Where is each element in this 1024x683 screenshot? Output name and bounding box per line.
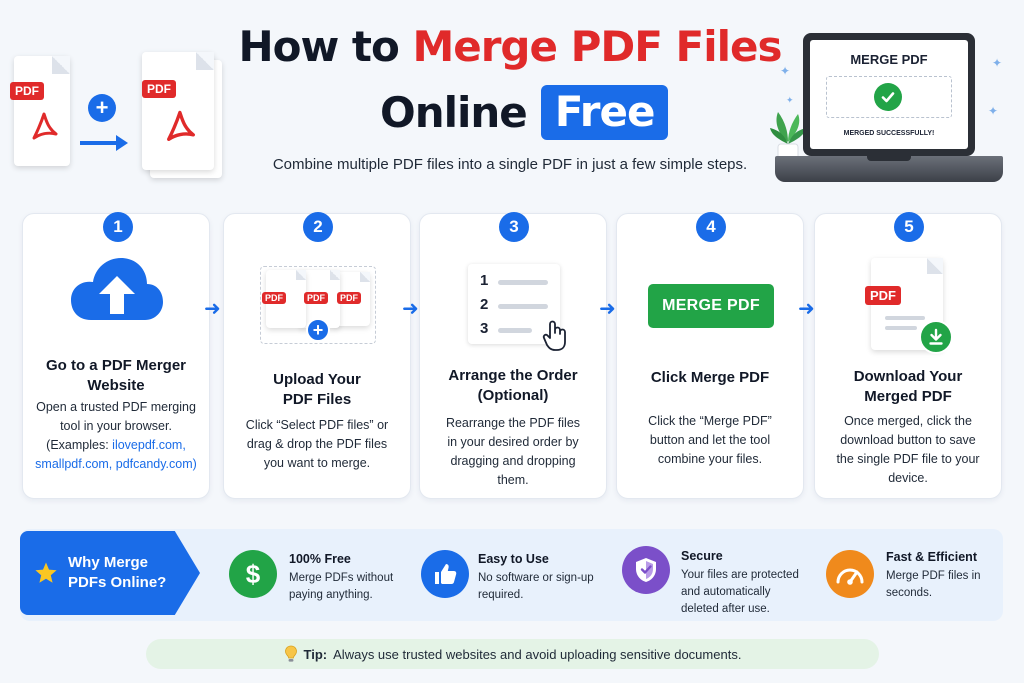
list-number: 2 — [480, 296, 489, 313]
step-title: Download Your — [853, 368, 963, 385]
laptop-screen-title: MERGE PDF — [850, 52, 928, 67]
list-number: 1 — [480, 272, 489, 289]
step-title: (Optional) — [477, 387, 549, 404]
merge-status: MERGED SUCCESSFULLY! — [843, 130, 935, 137]
pdf-tag: PDF — [337, 292, 361, 304]
download-icon[interactable] — [919, 320, 953, 354]
step-title: Click Merge PDF — [650, 369, 770, 386]
title-highlight: Merge PDF Files — [412, 22, 782, 71]
step-description: Open a trusted PDF merging tool in your … — [36, 400, 196, 452]
step-card-5: 5 PDF Download Your Merged PDF Once merg… — [814, 212, 1002, 499]
laptop-illustration: MERGE PDF MERGED SUCCESSFULLY! — [803, 33, 975, 156]
hand-cursor-icon — [542, 320, 566, 351]
pdf-document-icon — [14, 56, 70, 166]
step-description: Click “Select PDF files” or drag & drop … — [245, 418, 389, 470]
sparkle-icon: ✦ — [786, 95, 794, 105]
sparkle-icon: ✦ — [988, 104, 999, 118]
step-card-1: 1 Go to a PDF Merger Website Open a trus… — [22, 212, 210, 499]
feature-title: Easy to Use — [478, 552, 549, 566]
step-description: Once merged, click the download button t… — [836, 414, 980, 485]
step-number: 2 — [303, 212, 333, 242]
shield-icon — [622, 546, 670, 594]
tip-text: Always use trusted websites and avoid up… — [333, 646, 742, 662]
laptop-base — [775, 156, 1003, 182]
arrow-right-icon: ➜ — [599, 298, 616, 320]
step-number: 3 — [499, 212, 529, 242]
feature-description: No software or sign-up required. — [478, 572, 594, 601]
list-number: 3 — [480, 320, 489, 337]
dollar-icon: $ — [229, 550, 277, 598]
feature-title: 100% Free — [289, 552, 351, 566]
plus-icon: + — [306, 318, 330, 342]
step-title: Website — [87, 377, 145, 394]
pdf-tag: PDF — [10, 82, 44, 100]
page-subtitle: Combine multiple PDF files into a single… — [272, 156, 748, 173]
acrobat-icon — [167, 110, 195, 141]
page-title: How to Merge PDF Files — [238, 22, 782, 71]
page-title-line2: Online Free — [380, 82, 669, 142]
example-links[interactable]: ilovepdf.com, smallpdf.com, pdfcandy.com… — [35, 438, 197, 471]
lightbulb-icon — [284, 645, 297, 662]
step-description: Click the “Merge PDF” button and let the… — [648, 414, 772, 466]
reorder-list: 1 2 3 — [468, 264, 560, 344]
step-card-4: 4 Click Merge PDF Click the “Merge PDF” … — [616, 212, 804, 499]
step-number: 4 — [696, 212, 726, 242]
thumbs-up-icon — [421, 550, 469, 598]
why-title: PDFs Online? — [68, 574, 167, 591]
step-title: PDF Files — [282, 391, 352, 408]
drop-zone — [826, 76, 952, 118]
tip-banner: Tip: Always use trusted websites and avo… — [146, 639, 879, 669]
feature-title: Secure — [681, 549, 723, 563]
feature-title: Fast & Efficient — [886, 550, 977, 564]
step-number: 1 — [103, 212, 133, 242]
pdf-document-icon — [142, 52, 214, 170]
speedometer-icon — [826, 550, 874, 598]
feature-description: Merge PDFs without paying anything. — [289, 572, 394, 601]
feature-description: Your files are protected and automatical… — [681, 569, 799, 615]
step-title: Merged PDF — [864, 388, 952, 405]
star-icon — [35, 562, 57, 583]
pdf-tag: PDF — [142, 80, 176, 98]
merge-pdf-button[interactable]: MERGE PDF — [648, 284, 774, 328]
free-badge: Free — [540, 84, 669, 140]
step-card-3: 3 1 2 3 Arrange the Order (Optional) Rea… — [419, 212, 607, 499]
step-title: Go to a PDF Merger — [45, 357, 187, 374]
arrow-right-icon: ➜ — [402, 298, 419, 320]
step-description: Rearrange the PDF files in your desired … — [445, 416, 581, 487]
why-label: Why Merge PDFs Online? — [20, 531, 200, 615]
sparkle-icon: ✦ — [780, 64, 791, 78]
step-number: 5 — [894, 212, 924, 242]
tip-label: Tip: — [303, 646, 328, 662]
acrobat-icon — [32, 112, 58, 140]
check-circle-icon — [874, 83, 902, 111]
step-card-2: 2 PDF PDF PDF + Upload Your PDF Files Cl… — [223, 212, 411, 499]
pdf-tag: PDF — [262, 292, 286, 304]
arrow-right-icon: ➜ — [204, 298, 221, 320]
sparkle-icon: ✦ — [992, 56, 1003, 70]
cloud-upload-icon — [71, 258, 163, 320]
upload-area — [260, 266, 376, 344]
step-title: Arrange the Order — [448, 367, 578, 384]
feature-description: Merge PDF files in seconds. — [886, 570, 981, 599]
arrow-right-icon — [80, 135, 128, 151]
arrow-right-icon: ➜ — [798, 298, 815, 320]
step-title: Upload Your — [273, 371, 361, 388]
pdf-tag: PDF — [304, 292, 328, 304]
pdf-tag: PDF — [865, 286, 901, 305]
plus-icon: + — [88, 94, 116, 122]
why-title: Why Merge — [68, 554, 149, 571]
